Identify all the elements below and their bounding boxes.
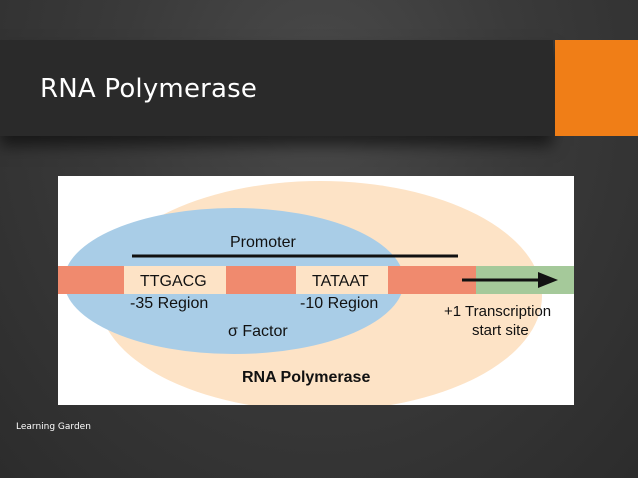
- sigma-factor-label: σ Factor: [228, 323, 288, 340]
- slide-title: RNA Polymerase: [40, 74, 258, 104]
- transcription-start-line1: +1 Transcription: [444, 303, 551, 320]
- region-10-label: -10 Region: [300, 295, 378, 312]
- transcription-arrow-head: [538, 272, 558, 288]
- dna-strand: [58, 266, 476, 294]
- box-35-label: TTGACG: [140, 273, 207, 290]
- accent-box: [555, 40, 638, 136]
- box-10-highlight: [296, 266, 388, 294]
- transcription-start-line2: start site: [472, 322, 529, 339]
- box-10-label: TATAAT: [312, 273, 369, 290]
- footer-text: Learning Garden: [16, 422, 91, 432]
- title-band: [0, 40, 553, 136]
- region-35-label: -35 Region: [130, 295, 208, 312]
- rna-polymerase-diagram: Promoter TTGACG TATAAT -35 Region -10 Re…: [58, 176, 574, 405]
- diagram-svg: Promoter TTGACG TATAAT -35 Region -10 Re…: [58, 181, 574, 405]
- promoter-label: Promoter: [230, 234, 296, 251]
- box-35-highlight: [124, 266, 226, 294]
- polymerase-label: RNA Polymerase: [242, 369, 370, 386]
